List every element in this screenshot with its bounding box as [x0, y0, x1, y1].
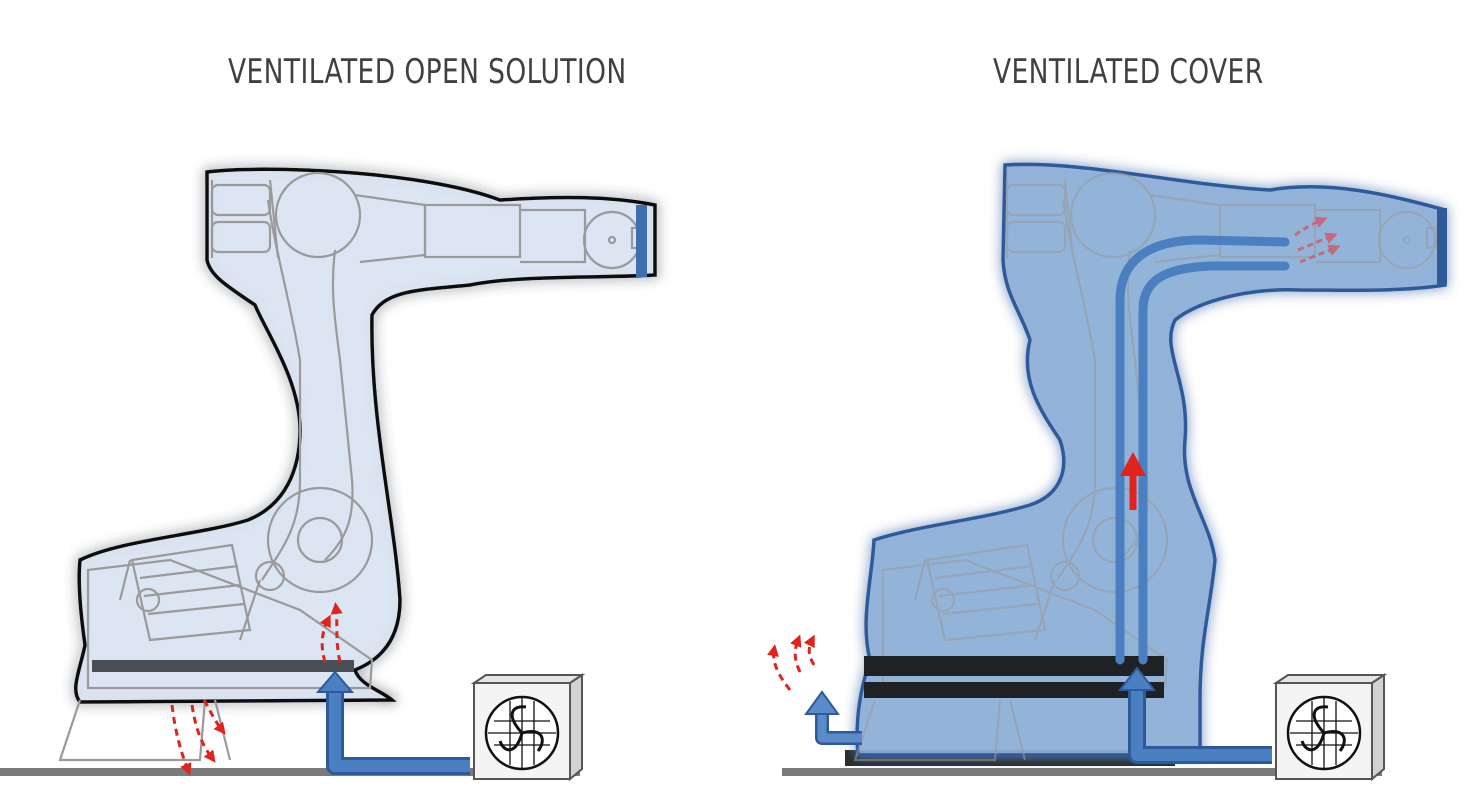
- floor-right: [782, 768, 1382, 776]
- base-band-left: [92, 660, 354, 672]
- air-arrow-icon: [1117, 666, 1157, 691]
- internal-duct: [1115, 235, 1290, 665]
- duct-left: [329, 690, 470, 772]
- fan-unit-icon: [472, 673, 584, 781]
- air-arrow-icon: [804, 690, 840, 715]
- title-ventilated-cover: VENTILATED COVER: [993, 52, 1264, 92]
- hot-air-exhaust-right: [767, 634, 816, 691]
- duct-right: [1131, 690, 1272, 761]
- air-arrow-icon: [315, 670, 355, 693]
- panel-ventilated-cover: [767, 162, 1447, 781]
- exhaust-duct: [817, 712, 862, 743]
- hot-air-down-left: [170, 699, 226, 776]
- floor-left: [0, 768, 580, 776]
- end-cap-left: [636, 205, 647, 277]
- end-cap-right: [1437, 208, 1447, 284]
- title-open-solution: VENTILATED OPEN SOLUTION: [228, 52, 627, 92]
- air-outlet-arrows: [1294, 216, 1341, 264]
- cover-open-outline: [74, 167, 657, 704]
- panel-open-solution: [0, 167, 657, 781]
- base-band-top-right: [864, 656, 1164, 676]
- air-arrow-icon: [1120, 452, 1146, 476]
- fan-unit-icon: [1274, 673, 1386, 781]
- base-band-bottom-right: [864, 682, 1164, 698]
- hot-air-up-left: [319, 602, 343, 663]
